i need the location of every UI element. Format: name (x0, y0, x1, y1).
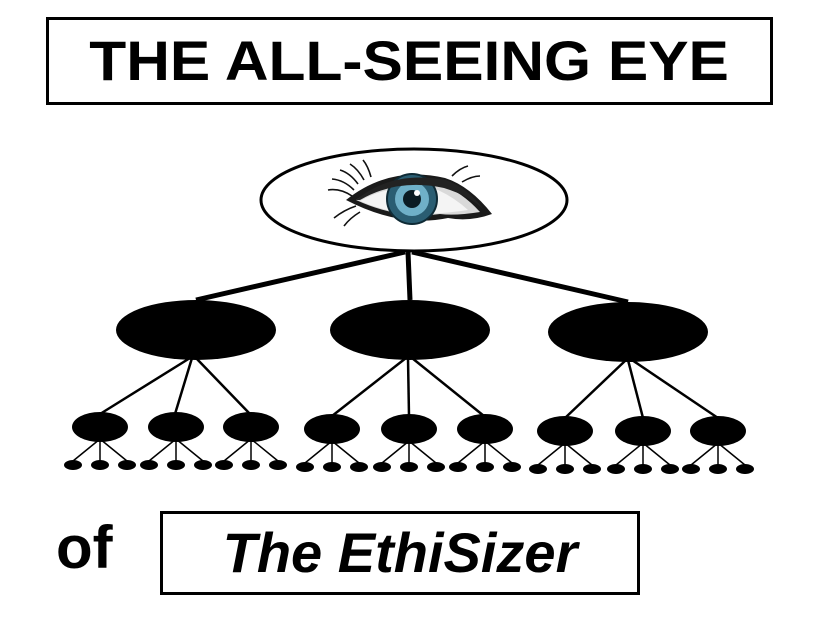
subtitle: The EthiSizer (222, 521, 578, 584)
connector-line (642, 442, 671, 466)
level-3-node (296, 462, 314, 472)
page-title: THE ALL-SEEING EYE (89, 29, 730, 92)
connector-line (411, 357, 485, 417)
level-3-node (323, 462, 341, 472)
level-2-node (148, 412, 204, 442)
level-3-node (449, 462, 467, 472)
level-2-node (223, 412, 279, 442)
level-2-node (537, 416, 593, 446)
connector-line (564, 442, 593, 466)
connector-line (195, 249, 406, 303)
connector-line (304, 440, 333, 464)
level-3-node (194, 460, 212, 470)
level-3-node (736, 464, 754, 474)
level-1-nodes (116, 300, 708, 362)
connector-line (690, 442, 719, 466)
level-3-node (118, 460, 136, 470)
level-3-node (583, 464, 601, 474)
level-1-node (116, 300, 276, 360)
level-2-node (457, 414, 513, 444)
level-3-node (64, 460, 82, 470)
connectors-level-1 (195, 249, 629, 305)
level-3-node (503, 462, 521, 472)
connector-line (717, 442, 746, 466)
level-3-node (476, 462, 494, 472)
subtitle-box: The EthiSizer (160, 511, 640, 595)
level-1-node (330, 300, 490, 360)
level-3-node (607, 464, 625, 474)
level-3-node (634, 464, 652, 474)
connector-line (148, 438, 177, 462)
eye-node (259, 147, 569, 253)
connector-line (223, 438, 252, 462)
level-3-node (140, 460, 158, 470)
level-2-node (690, 416, 746, 446)
level-1-node (548, 302, 708, 362)
level-2-node (304, 414, 360, 444)
connectors-level-3 (72, 438, 746, 466)
level-3-node (242, 460, 260, 470)
connector-line (484, 440, 513, 464)
level-3-node (167, 460, 185, 470)
level-2-nodes (72, 412, 746, 446)
connector-line (411, 249, 629, 305)
level-3-node (661, 464, 679, 474)
connector-line (331, 440, 360, 464)
level-3-node (350, 462, 368, 472)
connector-line (564, 359, 627, 419)
level-3-node (709, 464, 727, 474)
eye-icon (327, 159, 492, 227)
title-box: THE ALL-SEEING EYE (46, 17, 773, 105)
connector-line (99, 356, 191, 416)
level-3-node (556, 464, 574, 474)
connector-line (99, 438, 128, 462)
level-3-node (91, 460, 109, 470)
connector-line (173, 357, 194, 415)
connector-line (615, 442, 644, 466)
connector-line (408, 440, 437, 464)
connector-line (406, 357, 411, 417)
level-3-node (215, 460, 233, 470)
connector-line (631, 358, 719, 420)
level-2-node (615, 416, 671, 446)
level-3-node (529, 464, 547, 474)
level-3-nodes (64, 460, 754, 474)
connector-line (405, 251, 413, 301)
level-3-node (682, 464, 700, 474)
connectors-level-2 (99, 356, 719, 420)
connector-line (195, 357, 251, 415)
level-3-node (373, 462, 391, 472)
connector-line (457, 440, 486, 464)
level-2-node (381, 414, 437, 444)
connector-line (537, 442, 566, 466)
level-3-node (400, 462, 418, 472)
connector-line (626, 359, 645, 419)
connector-line (72, 438, 101, 462)
of-label: of (56, 514, 113, 581)
connector-line (175, 438, 204, 462)
level-3-node (269, 460, 287, 470)
connector-line (331, 357, 407, 417)
connector-line (250, 438, 279, 462)
level-3-node (427, 462, 445, 472)
connector-line (381, 440, 410, 464)
level-2-node (72, 412, 128, 442)
